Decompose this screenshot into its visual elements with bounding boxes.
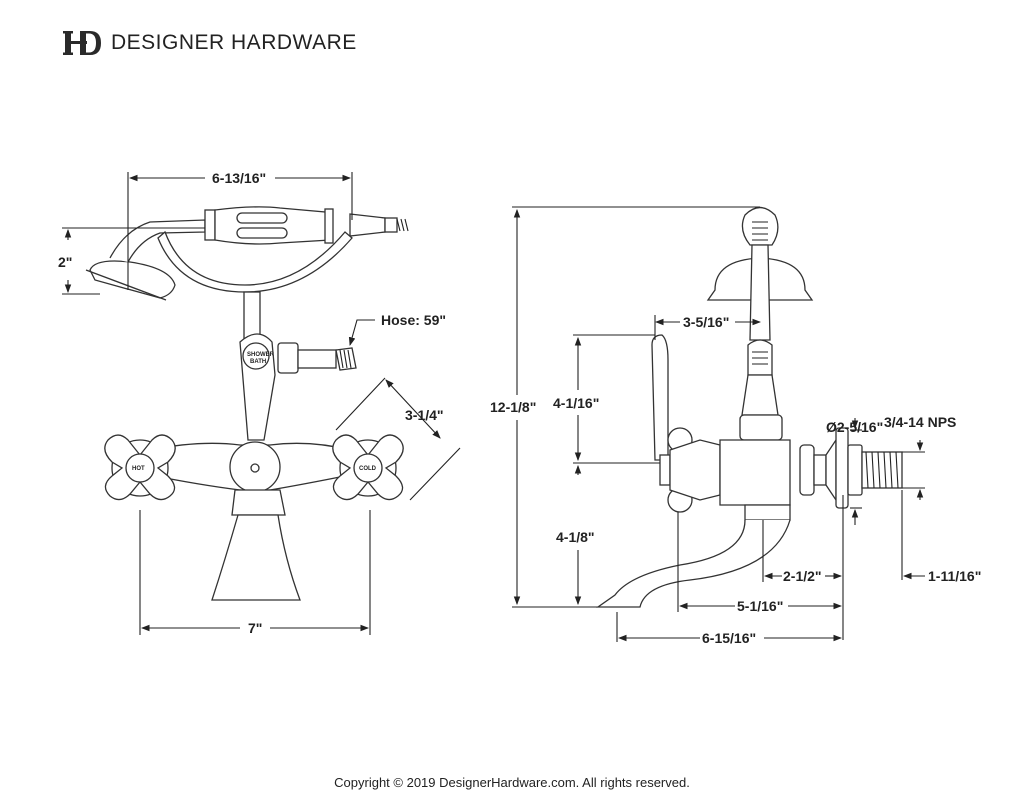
dim-lower-height: 4-1/8" xyxy=(556,529,595,545)
cold-label: COLD xyxy=(359,466,377,472)
dim-spout-reach: 6-15/16" xyxy=(702,630,756,646)
brand-header: DESIGNER HARDWARE xyxy=(63,28,357,58)
brand-name: DESIGNER HARDWARE xyxy=(111,31,357,54)
dim-handle-to-wall: 5-1/16" xyxy=(737,598,783,614)
dim-thread-length: 1-11/16" xyxy=(928,568,981,584)
thread-spec-label: 3/4-14 NPS xyxy=(884,414,956,430)
hot-handle: HOT xyxy=(104,434,176,501)
dim-handshower-height: 2" xyxy=(58,254,72,270)
dim-spout-to-wall: 2-1/2" xyxy=(783,568,822,584)
hot-label: HOT xyxy=(132,466,145,472)
diverter-label-top: SHOWER xyxy=(247,352,275,358)
cold-handle: COLD xyxy=(332,434,404,501)
dim-upper-height: 4-1/16" xyxy=(553,395,599,411)
dim-center-spread: 7" xyxy=(248,620,262,636)
hose-length-label: Hose: 59" xyxy=(381,312,446,328)
dim-handshower-length: 6-13/16" xyxy=(212,170,266,186)
copyright-text: Copyright © 2019 DesignerHardware.com. A… xyxy=(334,775,690,790)
dim-cradle-offset: 3-5/16" xyxy=(683,314,729,330)
diverter-label-bottom: BATH xyxy=(250,359,266,365)
dim-total-height: 12-1/8" xyxy=(490,399,536,415)
front-view: SHOWER BATH HOT COLD 6-13/1 xyxy=(58,170,461,636)
dim-handle-span: 3-1/4" xyxy=(405,407,444,423)
dim-flange-diameter: Ø2-5/16" xyxy=(826,419,883,435)
dh-monogram-icon xyxy=(63,28,103,58)
side-view: 12-1/8" 4-1/16" 4-1/8" 3-5/16" Ø2-5/16" … xyxy=(490,206,981,646)
handshower-front xyxy=(85,206,409,301)
